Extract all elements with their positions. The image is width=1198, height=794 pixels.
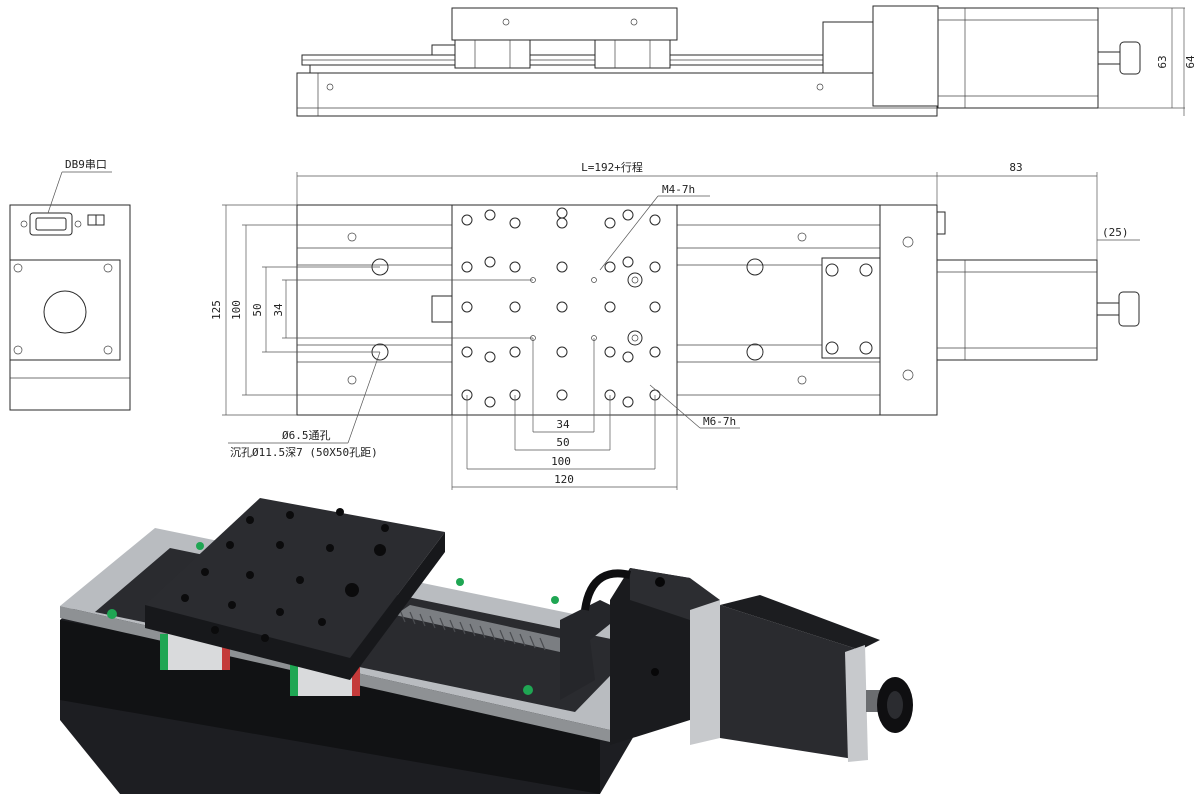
dim-50v-label: 50 [251,303,264,316]
end-view: DB9串口 [9,158,131,411]
length-label: L=192+行程 [581,161,643,174]
dim-100v-label: 100 [230,300,243,320]
plate-holes [461,207,661,408]
serial-port-label: DB9串口 [65,158,107,171]
hole-through-label: Ø6.5通孔 [282,429,331,442]
dim-34h-label: 34 [556,418,570,431]
dim-50h-label: 50 [556,436,569,449]
dim-100h-label: 100 [551,455,571,468]
side-view: 63 64 [296,5,1197,117]
thread-m6-label: M6-7h [703,415,736,428]
dim-83-label: 83 [1009,161,1022,174]
counterbore-label: 沉孔Ø11.5深7 (50X50孔距) [230,446,378,459]
dim-63-label: 63 [1156,55,1169,68]
product-photo [60,498,913,794]
dim-25-label: (25) [1102,226,1129,239]
plan-view: L=192+行程 83 (25) M4-7h M6-7h 125 100 50 … [210,161,1140,490]
dim-34v-label: 34 [272,303,285,317]
dim-125-label: 125 [210,300,223,320]
dim-64-label: 64 [1184,55,1197,69]
thread-m4-label: M4-7h [662,183,695,196]
dim-120h-label: 120 [554,473,574,486]
